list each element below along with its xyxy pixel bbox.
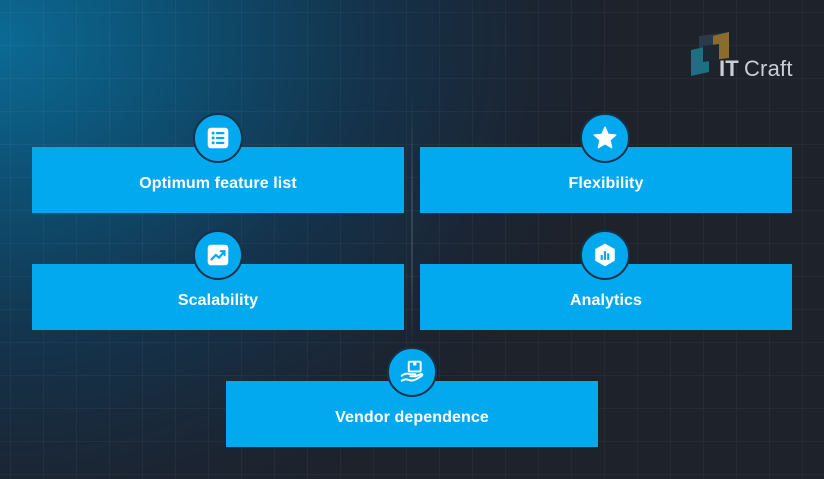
logo-prefix: IT (719, 56, 739, 81)
logo-mark-icon (691, 32, 729, 76)
trend-chart-icon (207, 244, 229, 266)
card-badge (193, 113, 243, 163)
card-label: Vendor dependence (335, 409, 489, 426)
card-badge (387, 347, 437, 397)
card-optimum-feature-list: Optimum feature list (32, 147, 404, 213)
hand-box-icon (400, 360, 424, 382)
card-badge (580, 230, 630, 280)
card-badge (193, 230, 243, 280)
list-icon (207, 127, 229, 149)
card-label: Scalability (177, 292, 259, 309)
analytics-icon (595, 243, 615, 267)
center-divider (411, 90, 413, 350)
card-label: Flexibility (568, 175, 644, 192)
star-icon (593, 126, 617, 149)
card-label: Analytics (569, 292, 643, 309)
logo-suffix: Craft (743, 56, 793, 81)
card-badge (580, 113, 630, 163)
card-label: Optimum feature list (139, 175, 297, 192)
card-flexibility: Flexibility (420, 147, 792, 213)
